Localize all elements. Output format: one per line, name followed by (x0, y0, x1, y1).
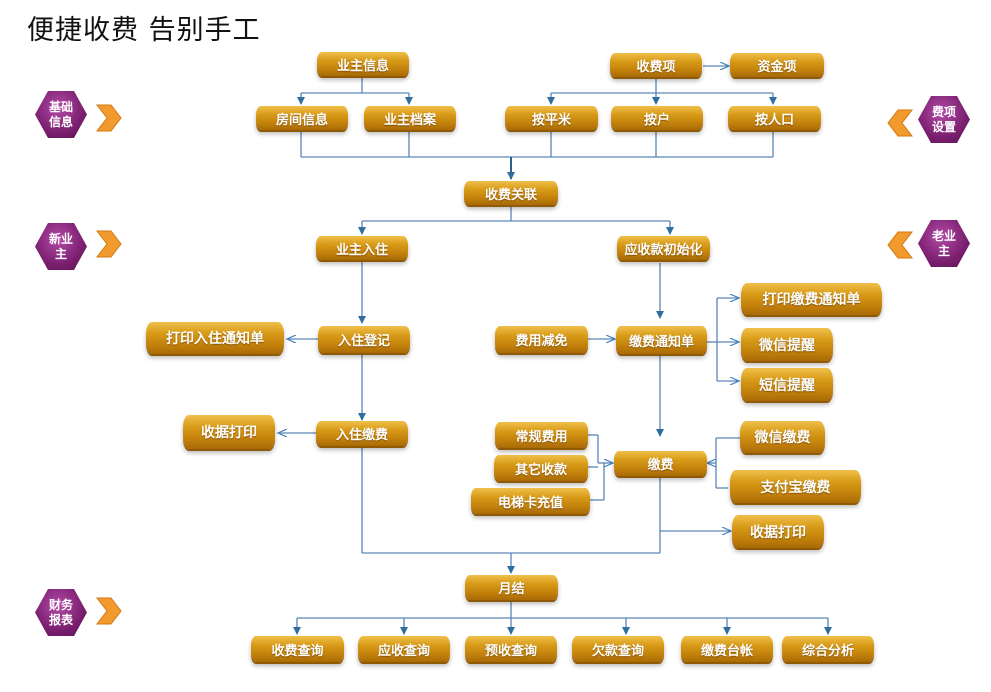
chevron-left-icon (887, 109, 914, 137)
receivable-init-box: 应收款初始化 (617, 236, 710, 260)
chevron-right-icon (95, 104, 122, 132)
chevron-right-icon (95, 230, 122, 258)
regular-fee-box: 常规费用 (495, 422, 588, 448)
room-info-box: 房间信息 (256, 106, 348, 130)
alipay-pay-box: 支付宝缴费 (730, 470, 861, 503)
receipt-print-right-box: 收据打印 (732, 515, 824, 548)
finance-report-label: 财务 报表 (48, 597, 73, 627)
by-area-box: 按平米 (505, 106, 598, 130)
owner-file-box: 业主档案 (364, 106, 456, 130)
prepaid-query-box: 预收查询 (465, 636, 557, 662)
fee-setup-label: 费项 设置 (931, 104, 956, 134)
wechat-remind-box: 微信提醒 (741, 328, 833, 361)
old-owner-label: 老业 主 (931, 228, 956, 258)
wechat-pay-box: 微信缴费 (740, 421, 825, 453)
page-title: 便捷收费 告别手工 (27, 15, 261, 46)
receivable-query-box: 应收查询 (358, 636, 450, 662)
old-owner-hexagon: 老业 主 (918, 220, 970, 267)
receipt-print-left-box: 收据打印 (183, 415, 275, 449)
fund-item-box: 资金项 (730, 53, 824, 77)
print-notice-box: 打印缴费通知单 (741, 283, 882, 315)
payment-ledger-box: 缴费台帐 (681, 636, 773, 662)
other-fee-box: 其它收款 (494, 455, 588, 481)
move-in-payment-box: 入住缴费 (316, 421, 408, 446)
owner-info-box: 业主信息 (317, 52, 409, 76)
fee-link-box: 收费关联 (464, 181, 558, 205)
analysis-box: 综合分析 (782, 636, 874, 662)
new-owner-label: 新业 主 (48, 231, 73, 261)
monthly-close-box: 月结 (465, 575, 558, 600)
fee-query-box: 收费查询 (251, 636, 344, 662)
fee-reduction-box: 费用减免 (495, 326, 588, 353)
payment-notice-box: 缴费通知单 (616, 326, 707, 354)
chevron-left-icon (887, 231, 914, 259)
by-household-box: 按户 (611, 106, 703, 130)
owner-move-in-box: 业主入住 (316, 236, 408, 260)
payment-box: 缴费 (614, 451, 707, 476)
sms-remind-box: 短信提醒 (741, 368, 833, 401)
fee-setup-hexagon: 费项 设置 (918, 96, 970, 143)
chevron-right-icon (95, 597, 122, 625)
arrears-query-box: 欠款查询 (572, 636, 664, 662)
print-move-in-box: 打印入住通知单 (146, 322, 284, 354)
move-in-register-box: 入住登记 (318, 326, 410, 353)
basic-info-label: 基础 信息 (48, 99, 73, 129)
fee-item-box: 收费项 (610, 53, 702, 77)
by-person-box: 按人口 (728, 106, 821, 130)
elevator-card-box: 电梯卡充值 (471, 488, 590, 514)
